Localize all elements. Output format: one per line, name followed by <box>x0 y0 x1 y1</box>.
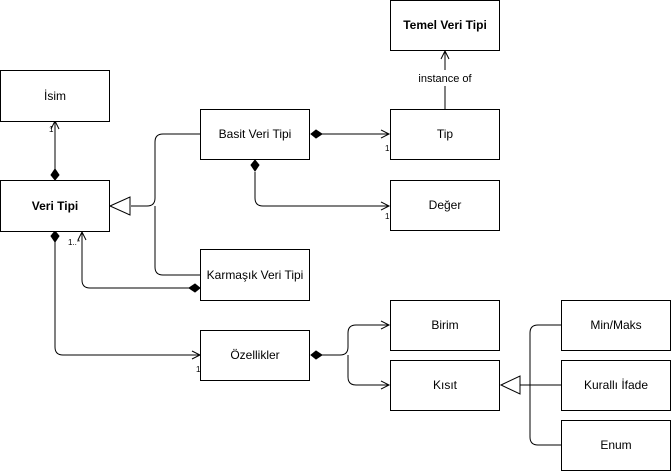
kisit-label: Kısıt <box>433 378 458 392</box>
tip-label: Tip <box>437 127 454 141</box>
label-bg <box>412 70 478 86</box>
arrow-open-icon <box>380 201 391 211</box>
temel-veri-tipi-label: Temel Veri Tipi <box>403 18 487 32</box>
box-ozellikler: Özellikler <box>200 330 310 381</box>
arrow-open-icon <box>380 380 391 390</box>
multiplicity-isim: 1 <box>49 125 54 134</box>
box-tip: Tip <box>390 109 500 160</box>
kuralli-ifade-label: Kurallı İfade <box>584 378 648 392</box>
diamond-filled-icon <box>188 283 201 293</box>
box-deger: Değer <box>390 180 500 231</box>
edge-veri-tipi-ozellikler <box>54 242 200 356</box>
edge-ozellikler-birim-kisit <box>322 324 389 386</box>
multiplicity-ozellikler: 1 <box>196 365 201 374</box>
arrow-open-icon <box>380 320 391 330</box>
box-veri-tipi: Veri Tipi <box>0 180 110 232</box>
deger-label: Değer <box>429 198 462 212</box>
diamond-filled-icon <box>250 159 260 172</box>
diamond-filled-icon <box>310 350 323 360</box>
box-birim: Birim <box>390 300 500 351</box>
edge-generalization-veri-tipi <box>131 133 200 276</box>
box-kisit: Kısıt <box>390 360 500 411</box>
karmasik-veri-tipi-label: Karmaşık Veri Tipi <box>207 268 304 282</box>
box-kuralli-ifade: Kurallı İfade <box>561 360 671 411</box>
multiplicity-tip: 1 <box>385 144 390 153</box>
box-basit-veri-tipi: Basit Veri Tipi <box>200 109 310 160</box>
hollow-triangle-icon <box>108 196 131 216</box>
multiplicity-deger: 1 <box>385 212 390 221</box>
birim-label: Birim <box>431 318 458 332</box>
edge-generalization-kisit <box>520 324 561 446</box>
hollow-triangle-icon <box>499 375 521 395</box>
ozellikler-label: Özellikler <box>230 348 279 362</box>
box-karmasik-veri-tipi: Karmaşık Veri Tipi <box>200 249 310 301</box>
veri-tipi-label: Veri Tipi <box>32 199 78 213</box>
multiplicity-karmasik: 1..* <box>68 238 80 247</box>
box-min-maks: Min/Maks <box>561 300 671 351</box>
diamond-filled-icon <box>50 230 60 243</box>
basit-veri-tipi-label: Basit Veri Tipi <box>219 127 292 141</box>
diamond-filled-icon <box>50 168 60 181</box>
box-enum: Enum <box>561 420 671 471</box>
enum-label: Enum <box>600 438 631 452</box>
instance-of-label: instance of <box>418 73 472 85</box>
arrow-open-icon <box>380 129 391 139</box>
min-maks-label: Min/Maks <box>590 318 641 332</box>
isim-label: İsim <box>44 89 66 103</box>
edge-karmasik-veri-tipi <box>81 232 190 289</box>
box-temel-veri-tipi: Temel Veri Tipi <box>390 0 500 51</box>
diamond-filled-icon <box>310 129 323 139</box>
box-isim: İsim <box>0 70 110 122</box>
edge-basit-deger <box>254 172 389 207</box>
